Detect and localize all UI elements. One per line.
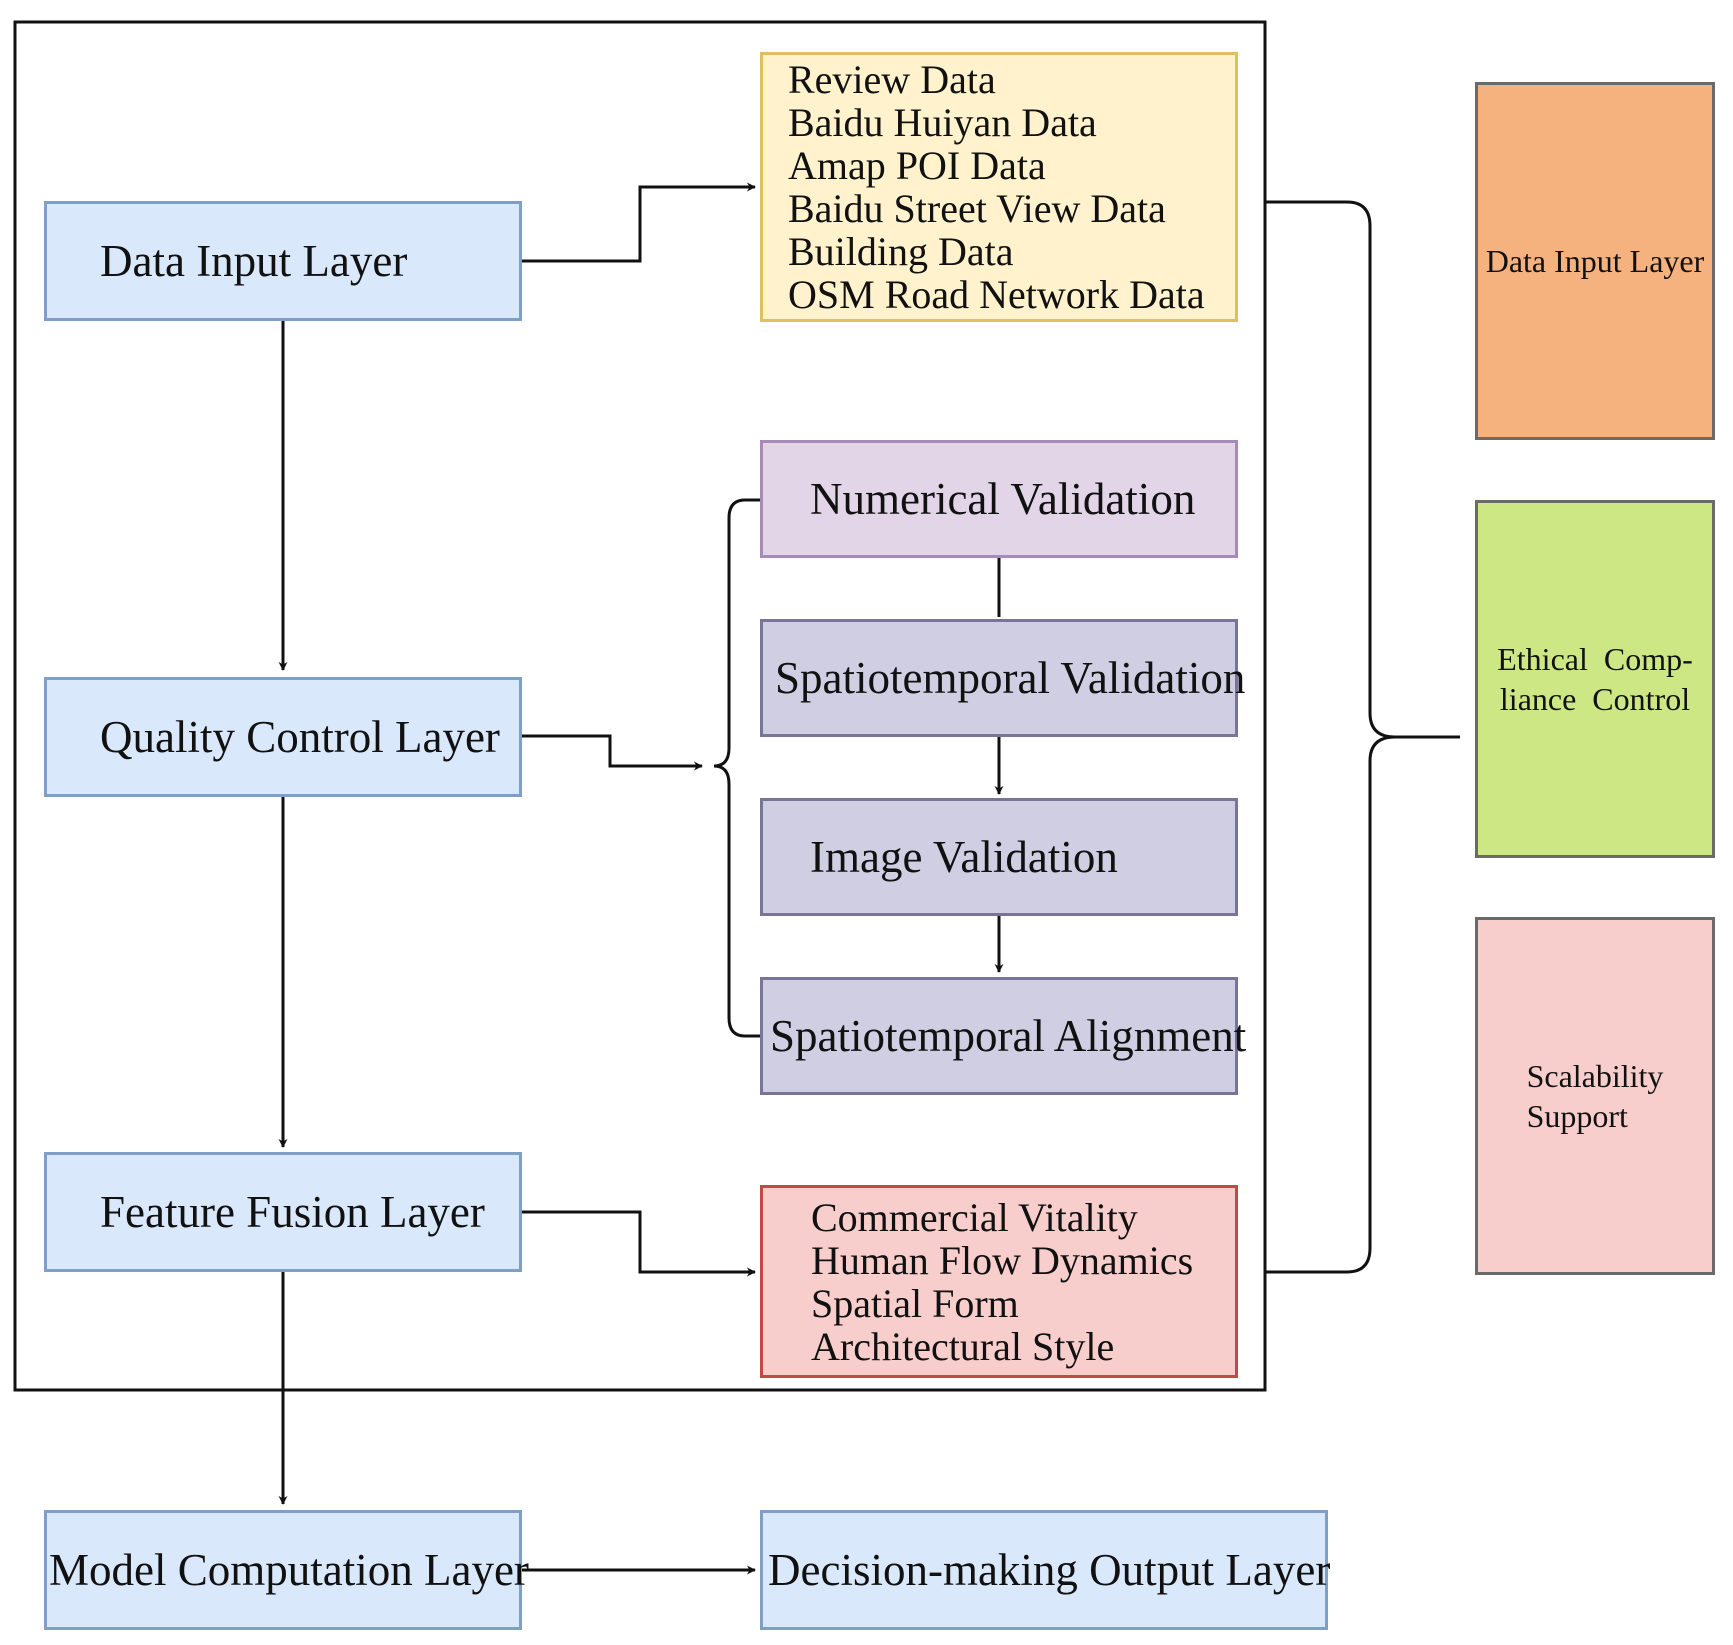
numerical-validation-label: Numerical Validation	[810, 473, 1196, 524]
numerical-validation-box[interactable]: Numerical Validation	[760, 440, 1238, 558]
arrow-fusion-to-features	[522, 1210, 756, 1277]
scalability-panel[interactable]: Scalability Support	[1475, 917, 1715, 1275]
scalability-text: Scalability Support	[1527, 1056, 1664, 1136]
side-data-input-label: Data Input Layer	[1485, 243, 1705, 279]
validation-bracket	[713, 498, 760, 1038]
right-brace	[1265, 200, 1460, 1274]
arrow-input-to-sources	[522, 182, 756, 263]
quality-control-layer-box[interactable]: Quality Control Layer	[44, 677, 522, 797]
system-frame	[13, 20, 1267, 1392]
feature-item: Spatial Form	[811, 1280, 1019, 1326]
feature-item: Human Flow Dynamics	[811, 1237, 1194, 1283]
spatiotemporal-alignment-label: Spatiotemporal Alignment	[770, 1010, 1247, 1061]
ethical-compliance-panel[interactable]: Ethical Comp- liance Control	[1475, 500, 1715, 858]
side-data-input-panel[interactable]: Data Input Layer	[1475, 82, 1715, 440]
data-source-item: Baidu Huiyan Data	[788, 100, 1097, 145]
decision-output-layer-box[interactable]: Decision-making Output Layer	[760, 1510, 1331, 1630]
feature-fusion-layer-box[interactable]: Feature Fusion Layer	[44, 1152, 522, 1272]
ethical-compliance-text: Ethical Comp- liance Control	[1497, 639, 1693, 719]
data-source-item: Review Data	[788, 57, 996, 102]
scalability-line1: Scalability	[1526, 1058, 1664, 1094]
quality-control-layer-label: Quality Control Layer	[100, 711, 500, 762]
data-source-item: Amap POI Data	[788, 143, 1046, 188]
data-source-item: OSM Road Network Data	[788, 272, 1205, 317]
feature-fusion-layer-label: Feature Fusion Layer	[100, 1186, 485, 1237]
ethical-compliance-line1: Ethical Comp-	[1497, 641, 1693, 677]
feature-item: Commercial Vitality	[811, 1194, 1138, 1240]
image-validation-box[interactable]: Image Validation	[760, 798, 1238, 916]
decision-output-layer-label: Decision-making Output Layer	[768, 1544, 1331, 1595]
feature-item: Architectural Style	[811, 1323, 1115, 1369]
spatiotemporal-validation-label: Spatiotemporal Validation	[775, 652, 1246, 703]
features-box[interactable]: Commercial Vitality Human Flow Dynamics …	[760, 1185, 1238, 1378]
ethical-compliance-line2: liance Control	[1499, 681, 1691, 717]
data-sources-box[interactable]: Review Data Baidu Huiyan Data Amap POI D…	[760, 52, 1238, 322]
data-input-layer-box[interactable]: Data Input Layer	[44, 201, 522, 321]
spatiotemporal-validation-box[interactable]: Spatiotemporal Validation	[760, 619, 1245, 737]
data-input-layer-label: Data Input Layer	[100, 235, 408, 286]
data-source-item: Baidu Street View Data	[788, 186, 1166, 231]
model-computation-layer-label: Model Computation Layer	[49, 1544, 529, 1595]
image-validation-label: Image Validation	[810, 831, 1118, 882]
data-source-item: Building Data	[788, 229, 1014, 274]
arrow-quality-to-validation	[522, 734, 703, 771]
model-computation-layer-box[interactable]: Model Computation Layer	[44, 1510, 529, 1630]
scalability-line2: Support	[1526, 1098, 1628, 1134]
spatiotemporal-alignment-box[interactable]: Spatiotemporal Alignment	[760, 977, 1246, 1095]
